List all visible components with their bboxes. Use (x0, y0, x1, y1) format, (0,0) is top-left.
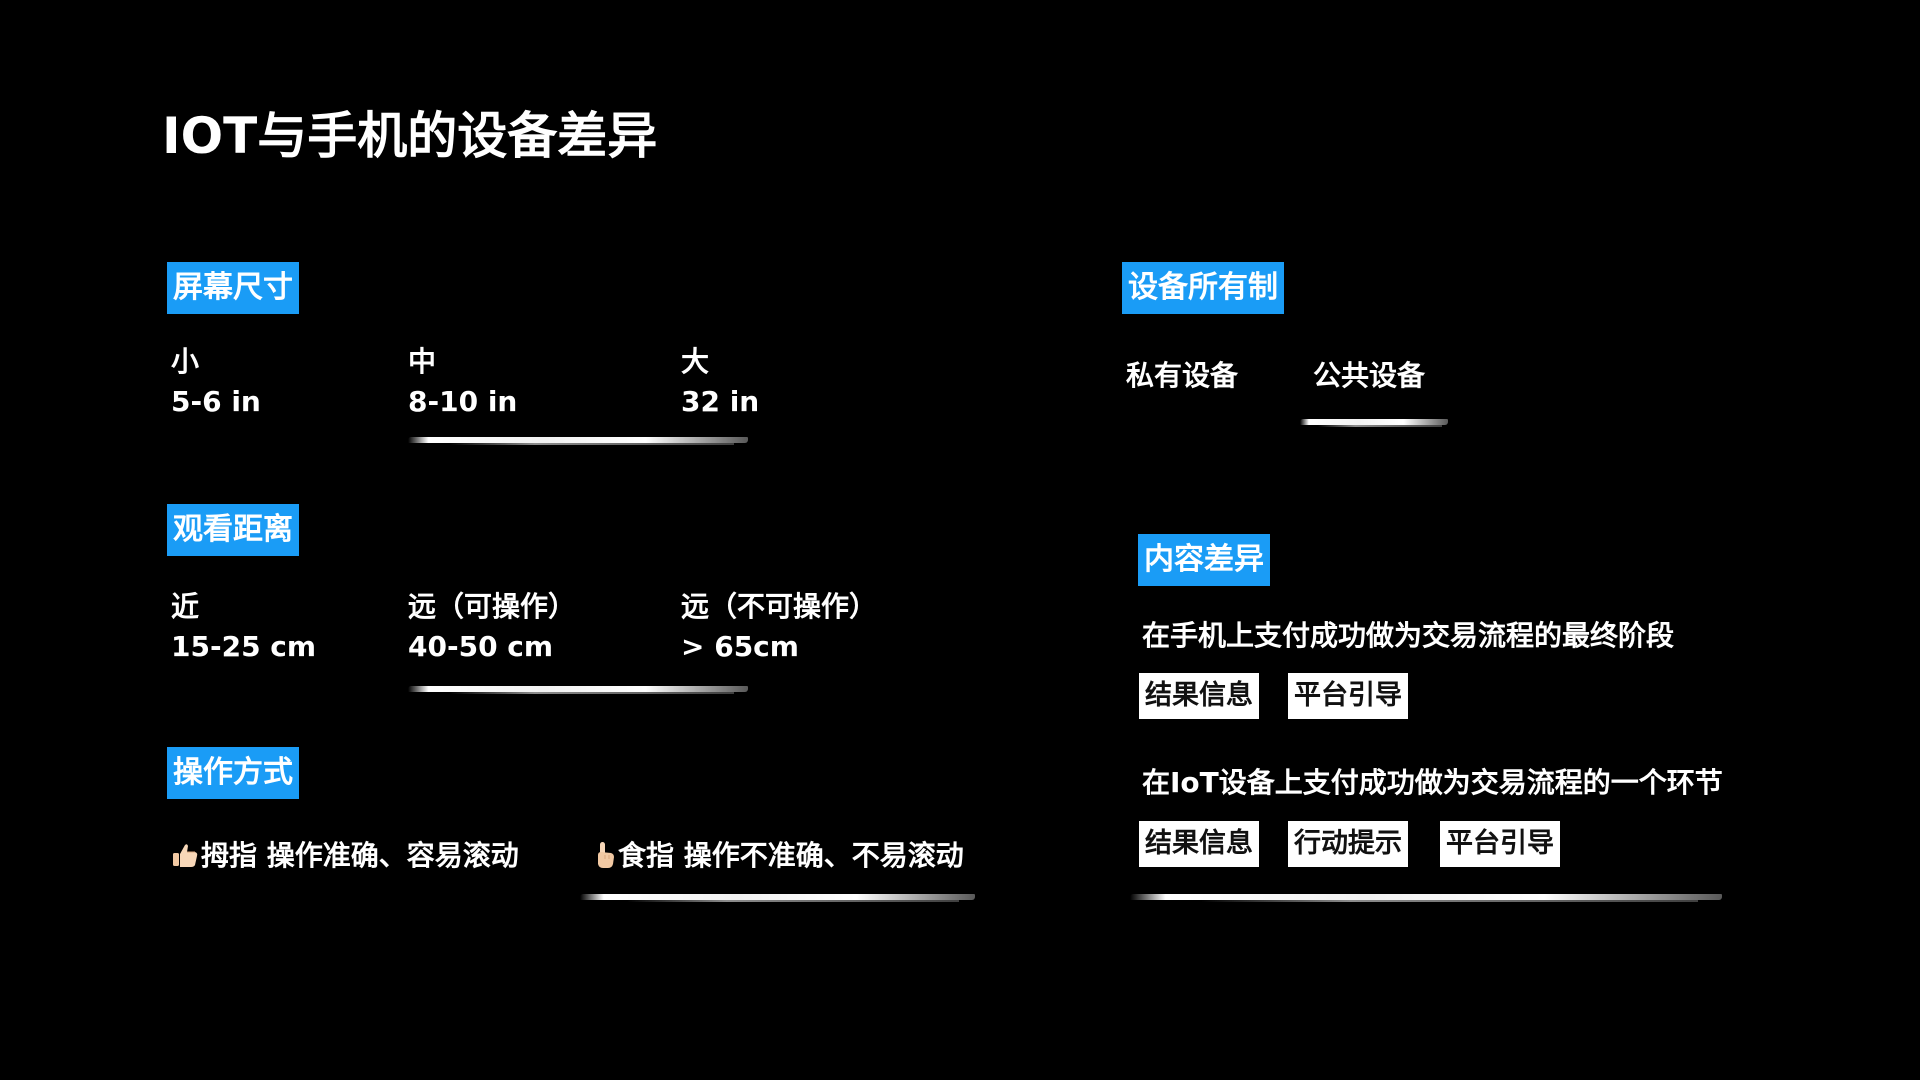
viewing-distance-far-inoperable-value: > 65cm (681, 630, 799, 663)
screen-size-medium: 中 8-10 in (408, 342, 517, 422)
operation-index-text: 食指 操作不准确、不易滚动 (618, 839, 964, 872)
brush-underline-content (1130, 894, 1722, 902)
ownership-public: 公共设备 (1313, 359, 1426, 392)
viewing-distance-far-inoperable-label: 远（不可操作） (681, 590, 878, 623)
operation-tag: 操作方式 (167, 747, 299, 799)
content-tag: 内容差异 (1138, 534, 1270, 586)
viewing-distance-near-value: 15-25 cm (171, 630, 317, 663)
screen-size-small-label: 小 (171, 345, 200, 378)
phone-chip-result-info: 结果信息 (1139, 673, 1259, 719)
brush-underline-operation (580, 894, 975, 902)
iot-payment-description: 在IoT设备上支付成功做为交易流程的一个环节 (1142, 766, 1723, 799)
iot-chip-result-info: 结果信息 (1139, 821, 1259, 867)
brush-underline-ownership (1300, 419, 1448, 427)
brush-underline-screen-size (408, 437, 748, 445)
viewing-distance-tag: 观看距离 (167, 504, 299, 556)
screen-size-large-value: 32 in (681, 385, 760, 418)
operation-thumb-text: 拇指 操作准确、容易滚动 (201, 839, 519, 872)
screen-size-small-value: 5-6 in (171, 385, 261, 418)
screen-size-medium-value: 8-10 in (408, 385, 518, 418)
operation-thumb: 拇指 操作准确、容易滚动 (171, 836, 519, 880)
iot-chip-action-prompt: 行动提示 (1288, 821, 1408, 867)
screen-size-large: 大 32 in (681, 342, 759, 422)
brush-underline-viewing-distance (408, 686, 748, 694)
viewing-distance-near: 近 15-25 cm (171, 587, 316, 667)
viewing-distance-far-operable-value: 40-50 cm (408, 630, 554, 663)
viewing-distance-near-label: 近 (171, 590, 200, 623)
viewing-distance-far-operable: 远（可操作） 40-50 cm (408, 587, 576, 667)
phone-payment-description: 在手机上支付成功做为交易流程的最终阶段 (1142, 619, 1675, 652)
operation-index-finger: 食指 操作不准确、不易滚动 (594, 836, 964, 880)
page-title: IOT与手机的设备差异 (162, 107, 658, 165)
ownership-tag: 设备所有制 (1122, 262, 1284, 314)
screen-size-large-label: 大 (681, 345, 710, 378)
ownership-private: 私有设备 (1126, 359, 1239, 392)
screen-size-medium-label: 中 (408, 345, 437, 378)
pointing-up-icon (594, 840, 616, 880)
screen-size-tag: 屏幕尺寸 (167, 262, 299, 314)
screen-size-small: 小 5-6 in (171, 342, 261, 422)
viewing-distance-far-inoperable: 远（不可操作） > 65cm (681, 587, 877, 667)
thumbs-up-icon (171, 840, 199, 880)
viewing-distance-far-operable-label: 远（可操作） (408, 590, 577, 623)
phone-chip-platform-guide: 平台引导 (1288, 673, 1408, 719)
iot-chip-platform-guide: 平台引导 (1440, 821, 1560, 867)
